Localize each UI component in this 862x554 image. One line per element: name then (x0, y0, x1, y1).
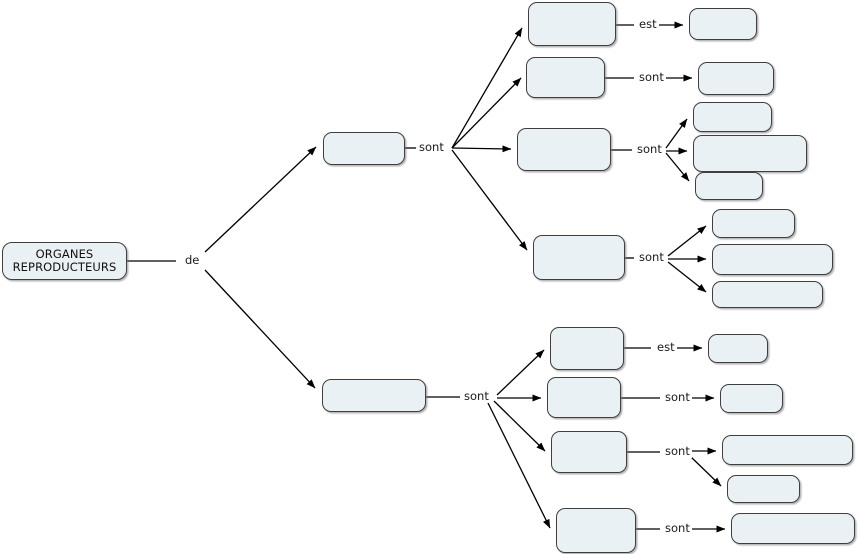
node-upper-child-1[interactable] (528, 2, 616, 46)
node-lower-child-3[interactable] (551, 431, 627, 473)
edge-label-sont-lower-2: sont (663, 390, 692, 404)
edge-label-sont-upper-4: sont (637, 250, 666, 264)
edge-sont-c2 (451, 77, 522, 149)
node-lower-leaf-2[interactable] (720, 384, 783, 413)
node-lower-leaf-1[interactable] (708, 334, 768, 363)
node-upper-leaf-4[interactable] (693, 135, 807, 172)
edge-label-sont-lower-3: sont (663, 444, 692, 458)
edge-label-est-upper: est (637, 17, 659, 31)
edge-label-sont-upper: sont (417, 140, 446, 154)
node-upper-leaf-6[interactable] (712, 209, 795, 238)
edge-sont-f4 (689, 455, 722, 487)
edge-sont-d3 (665, 118, 688, 149)
edge-label-de: de (183, 253, 202, 267)
node-lower-leaf-5[interactable] (731, 513, 855, 544)
edge-sont-e3 (493, 400, 546, 452)
edge-sont-e1 (496, 349, 545, 396)
node-branch-lower[interactable] (322, 379, 426, 412)
node-upper-child-3[interactable] (517, 128, 611, 171)
edge-de-b2 (204, 269, 316, 389)
node-upper-leaf-3[interactable] (693, 102, 772, 132)
edge-label-est-lower: est (655, 340, 677, 354)
edge-sont-c1 (451, 27, 523, 149)
edge-sont-c3 (451, 145, 512, 153)
node-upper-child-2[interactable] (526, 57, 605, 98)
edge-sont-d5 (665, 152, 690, 182)
edge-de-b1 (204, 146, 317, 253)
edge-sont-d6 (667, 225, 707, 257)
node-upper-leaf-2[interactable] (698, 62, 774, 95)
node-branch-upper[interactable] (323, 132, 405, 165)
node-root[interactable]: ORGANES REPRODUCTEURS (2, 242, 127, 280)
node-upper-leaf-8[interactable] (712, 281, 823, 308)
edge-label-sont-upper-3: sont (635, 142, 664, 156)
node-upper-child-4[interactable] (533, 235, 625, 280)
edge-sont-e4 (487, 402, 551, 529)
node-lower-leaf-4[interactable] (727, 475, 800, 503)
node-upper-leaf-1[interactable] (689, 8, 757, 40)
node-lower-child-4[interactable] (556, 508, 636, 553)
edge-label-sont-lower-4: sont (663, 521, 692, 535)
node-lower-leaf-3[interactable] (722, 435, 853, 465)
node-upper-leaf-7[interactable] (712, 244, 833, 275)
edge-sont-c4 (451, 149, 528, 251)
edge-label-sont-lower: sont (462, 389, 491, 403)
node-upper-leaf-5[interactable] (695, 172, 763, 200)
node-lower-child-2[interactable] (547, 377, 621, 418)
edge-sont-d8 (667, 261, 707, 293)
node-lower-child-1[interactable] (550, 327, 624, 370)
edge-label-sont-upper-2: sont (637, 70, 666, 84)
